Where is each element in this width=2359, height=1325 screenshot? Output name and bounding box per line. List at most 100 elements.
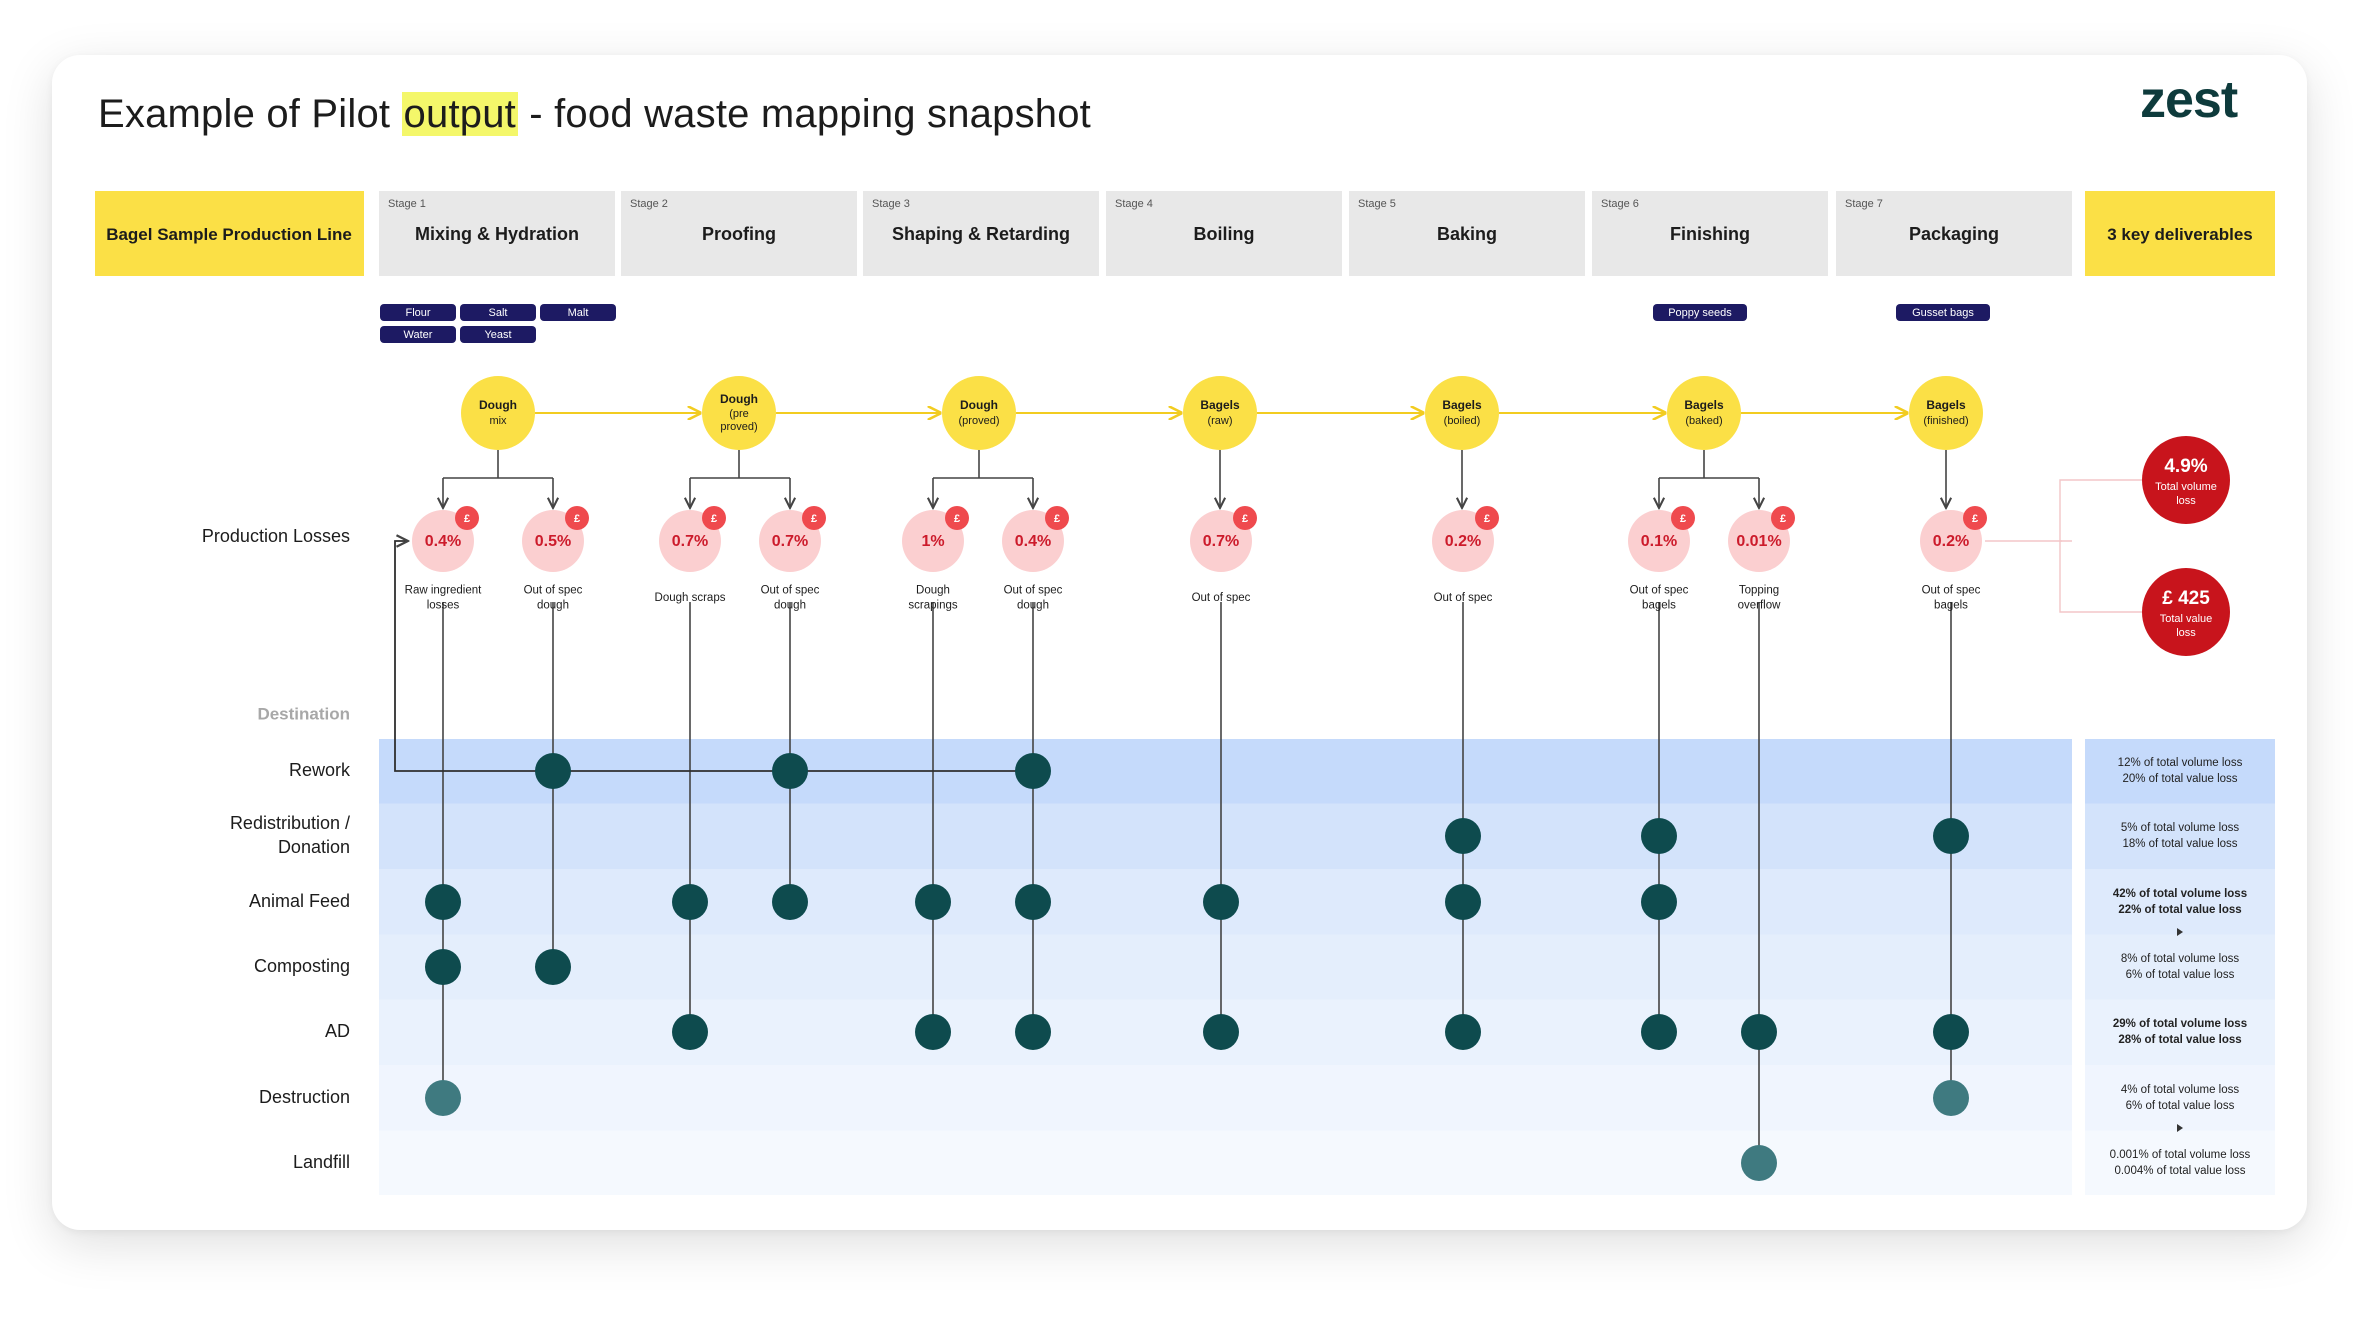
loss-label-line-1: Topping [1739, 585, 1779, 597]
deliverables-label: 3 key deliverables [2107, 225, 2253, 244]
summary-triangle-icon [2177, 1124, 2183, 1132]
stage-header-1 [379, 191, 615, 276]
summary-line-2: 0.004% of total value loss [2114, 1165, 2245, 1177]
ingredient-label: Poppy seeds [1668, 307, 1732, 319]
destination-band [379, 934, 2072, 1000]
pound-badge-symbol: £ [811, 513, 817, 525]
destination-dot [672, 1014, 708, 1050]
ingredient-label: Flour [405, 307, 430, 319]
title-text-end: - food waste mapping snapshot [517, 92, 1091, 136]
pound-badge-symbol: £ [1484, 513, 1490, 525]
product-node-6 [1667, 376, 1741, 450]
pound-badge [455, 506, 479, 530]
connector-lines [394, 413, 2142, 1163]
summary-band [2085, 999, 2275, 1065]
stage-number: Stage 4 [1115, 198, 1153, 210]
destination-dot [672, 884, 708, 920]
ingredient-chip [380, 326, 456, 343]
ingredient-chip [460, 304, 536, 321]
destination-5-label: AD [325, 1021, 350, 1041]
summary-line-1: 29% of total volume loss [2113, 1018, 2247, 1030]
summary-line-1: 42% of total volume loss [2113, 888, 2247, 900]
pound-badge-symbol: £ [954, 513, 960, 525]
destination-band [379, 1130, 2072, 1195]
destination-dot [535, 753, 571, 789]
product-sub: (raw) [1207, 415, 1232, 427]
ingredient-chip [1653, 304, 1747, 321]
destination-dot [772, 753, 808, 789]
destination-band [379, 1065, 2072, 1131]
pound-badge [565, 506, 589, 530]
loss-percent: 0.4% [425, 533, 461, 550]
summary-line-1: 12% of total volume loss [2118, 757, 2243, 769]
stage-header-7 [1836, 191, 2072, 276]
destination-dot [1641, 884, 1677, 920]
product-node-4 [1183, 376, 1257, 450]
product-sub: (baked) [1685, 415, 1722, 427]
loss-percent: 0.01% [1736, 533, 1781, 550]
summary-line-1: 0.001% of total volume loss [2110, 1149, 2251, 1161]
loss-label-line-1: Raw ingredient [405, 585, 483, 597]
stage-name: Proofing [702, 224, 776, 244]
loss-label: Dough scraps [655, 592, 726, 604]
pound-badge-symbol: £ [574, 513, 580, 525]
loss-percent: 0.7% [772, 533, 808, 550]
pound-badge-symbol: £ [1242, 513, 1248, 525]
destination-dot [1741, 1145, 1777, 1181]
stage-name: Mixing & Hydration [415, 224, 579, 244]
summary-line-2: 18% of total value loss [2122, 838, 2237, 850]
summary-line-1: 4% of total volume loss [2121, 1084, 2240, 1096]
destination-dot [1203, 884, 1239, 920]
stage-number: Stage 2 [630, 198, 668, 210]
summary-line-1: 8% of total volume loss [2121, 953, 2240, 965]
loss-percent: 0.7% [1203, 533, 1239, 550]
destination-dot [1933, 1014, 1969, 1050]
total-label-line-2: loss [2176, 627, 2196, 639]
destination-dot [1203, 1014, 1239, 1050]
product-node-5 [1425, 376, 1499, 450]
pound-badge-symbol: £ [1780, 513, 1786, 525]
loss-label-line-1: Out of spec [1630, 585, 1689, 597]
destination-3-label: Animal Feed [249, 891, 350, 911]
rework-loop-line [394, 541, 1033, 772]
loss-label-line-1: Out of spec [761, 585, 820, 597]
total-label-line-1: Total value [2160, 613, 2213, 625]
pound-badge [1771, 506, 1795, 530]
product-sub-line-2: proved) [720, 421, 757, 433]
destination-bands [379, 739, 2275, 1195]
total-label-line-2: loss [2176, 495, 2196, 507]
stage-header-6 [1592, 191, 1828, 276]
destination-6-label: Destruction [259, 1087, 350, 1107]
pound-badge-symbol: £ [1680, 513, 1686, 525]
stage-header-2 [621, 191, 857, 276]
ingredient-label: Yeast [484, 329, 511, 341]
total-node-2 [2142, 568, 2230, 656]
summary-line-2: 28% of total value loss [2118, 1034, 2241, 1046]
loss-label-line-2: overflow [1738, 600, 1782, 612]
pound-badge [1963, 506, 1987, 530]
stage-header-4 [1106, 191, 1342, 276]
product-sub: (proved) [959, 415, 1000, 427]
loss-percent: 0.4% [1015, 533, 1051, 550]
product-sub: (finished) [1923, 415, 1968, 427]
destination-dot [1015, 753, 1051, 789]
ingredient-chip [460, 326, 536, 343]
production-losses-label: Production Losses [202, 526, 350, 546]
summary-line-2: 22% of total value loss [2118, 904, 2241, 916]
destination-dot [1641, 818, 1677, 854]
stage-name: Baking [1437, 224, 1497, 244]
stage-number: Stage 5 [1358, 198, 1396, 210]
loss-percent: 0.5% [535, 533, 571, 550]
destination-1-label: Rework [289, 760, 351, 780]
zest-logo: zest [2140, 71, 2238, 129]
summary-line-1: 5% of total volume loss [2121, 822, 2240, 834]
product-node-1 [461, 376, 535, 450]
destination-dot [425, 1080, 461, 1116]
destination-dot [1641, 1014, 1677, 1050]
product-name: Bagels [1200, 398, 1240, 412]
loss-label-line-2: dough [1017, 600, 1049, 612]
destination-dot [1933, 818, 1969, 854]
ingredient-label: Salt [489, 307, 508, 319]
destination-dot [1933, 1080, 1969, 1116]
